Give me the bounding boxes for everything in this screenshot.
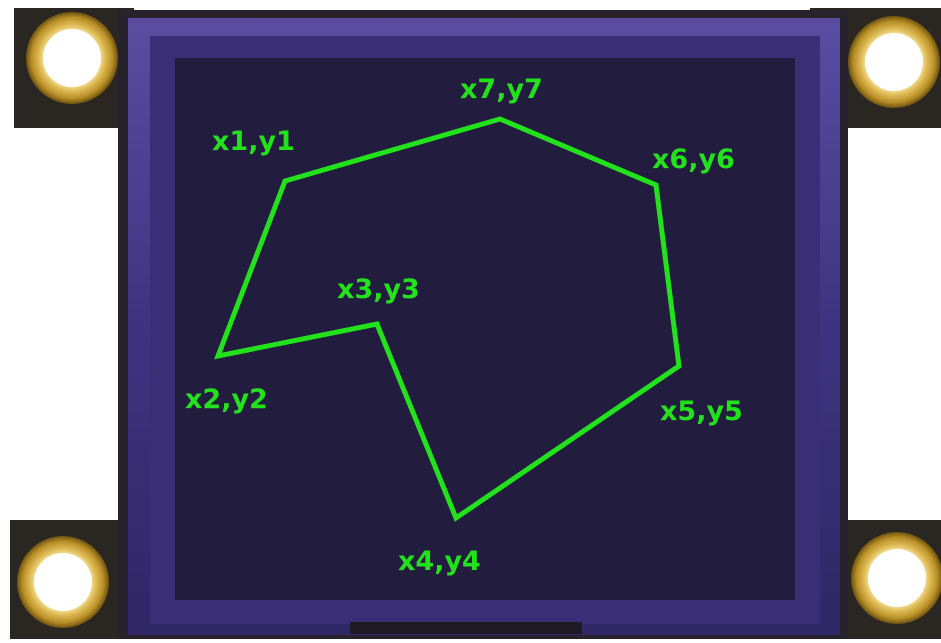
vertex-label-7: x7,y7 bbox=[460, 74, 543, 105]
flex-connector bbox=[350, 622, 582, 634]
vertex-label-4: x4,y4 bbox=[398, 546, 481, 577]
mounting-hole-icon bbox=[17, 536, 109, 628]
mounting-hole-icon bbox=[26, 12, 118, 104]
mounting-hole-icon bbox=[851, 532, 941, 624]
vertex-label-1: x1,y1 bbox=[212, 126, 295, 157]
vertex-label-2: x2,y2 bbox=[185, 384, 268, 415]
mounting-hole-icon bbox=[848, 16, 940, 108]
vertex-label-6: x6,y6 bbox=[652, 144, 735, 175]
vertex-label-5: x5,y5 bbox=[660, 396, 743, 427]
vertex-label-3: x3,y3 bbox=[337, 274, 420, 305]
